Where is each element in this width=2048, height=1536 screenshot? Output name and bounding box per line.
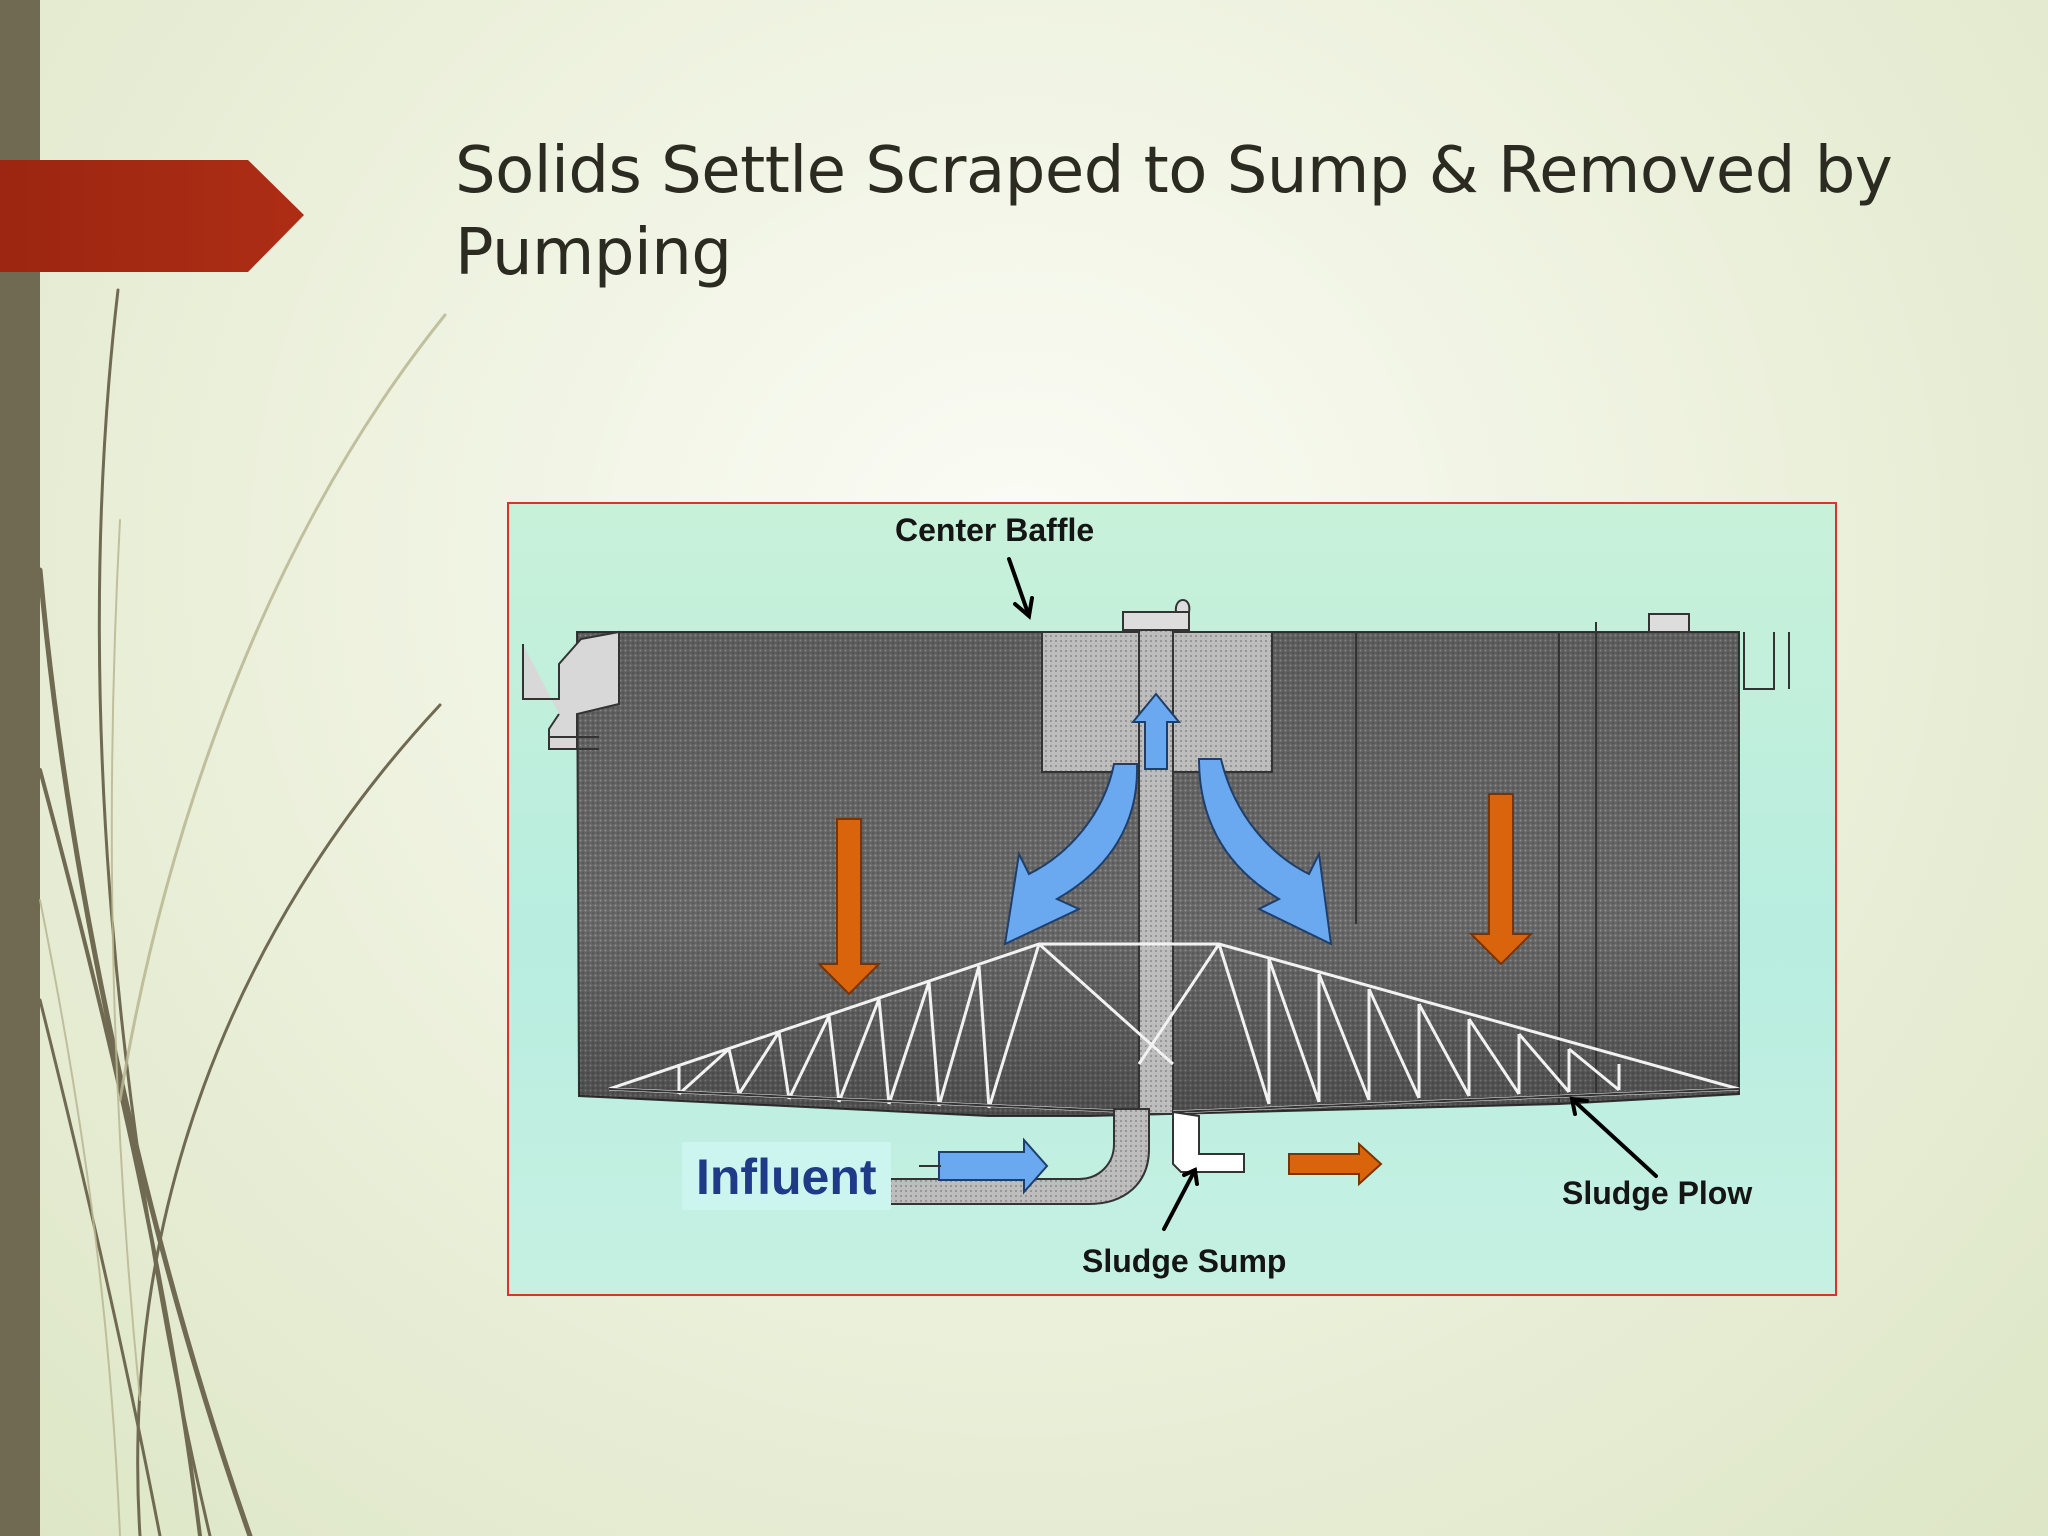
right-weir [1743, 632, 1775, 690]
slide-title: Solids Settle Scraped to Sump & Removed … [455, 134, 1893, 290]
settling-arrow-right [1468, 793, 1534, 966]
clarifier-diagram: Center Baffle Influent Sludge Sump Sludg… [507, 502, 1837, 1296]
influent-label: Influent [682, 1142, 891, 1210]
sludge-sump-pointer [1162, 1168, 1197, 1231]
water-flow-arrows [938, 692, 1333, 1195]
sludge-removal-arrow [1288, 1141, 1383, 1187]
title-accent-tag [0, 160, 304, 272]
clarifier-drawing [522, 557, 1790, 1231]
sludge-sump [1172, 1110, 1245, 1173]
settling-arrow-left [816, 818, 882, 996]
left-weir [522, 630, 620, 750]
center-baffle-pointer [1007, 557, 1031, 618]
sludge-plow-pointer [1570, 1097, 1658, 1178]
sludge-sump-label: Sludge Sump [1082, 1243, 1287, 1279]
sludge-plow-label: Sludge Plow [1562, 1175, 1753, 1211]
center-baffle-label: Center Baffle [895, 512, 1095, 548]
